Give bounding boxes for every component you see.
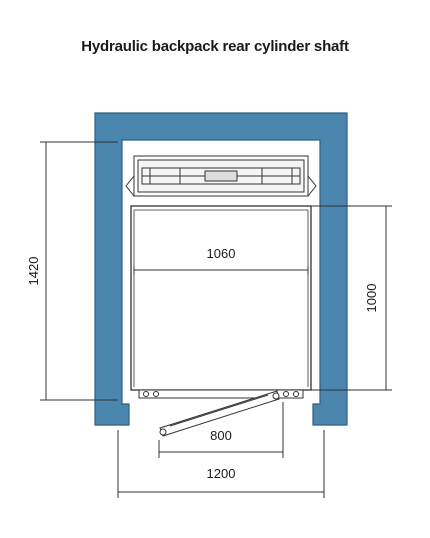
rear-cylinder-frame — [125, 155, 317, 197]
shaft-depth-dimension — [40, 141, 118, 401]
lift-car — [130, 205, 312, 391]
door-width-label: 800 — [210, 428, 232, 443]
car-width-label: 1060 — [207, 246, 236, 261]
car-depth-dimension — [311, 205, 392, 391]
shaft-width-dimension — [117, 430, 325, 498]
car-width-dimension — [133, 266, 309, 274]
shaft-wall — [94, 112, 348, 426]
shaft-depth-label: 1420 — [26, 257, 41, 286]
door-width-dimension — [158, 402, 284, 458]
car-sill — [138, 389, 304, 399]
car-depth-label: 1000 — [364, 284, 379, 313]
shaft-width-label: 1200 — [207, 466, 236, 481]
swing-door — [159, 390, 280, 437]
diagram-title: Hydraulic backpack rear cylinder shaft — [81, 38, 349, 55]
